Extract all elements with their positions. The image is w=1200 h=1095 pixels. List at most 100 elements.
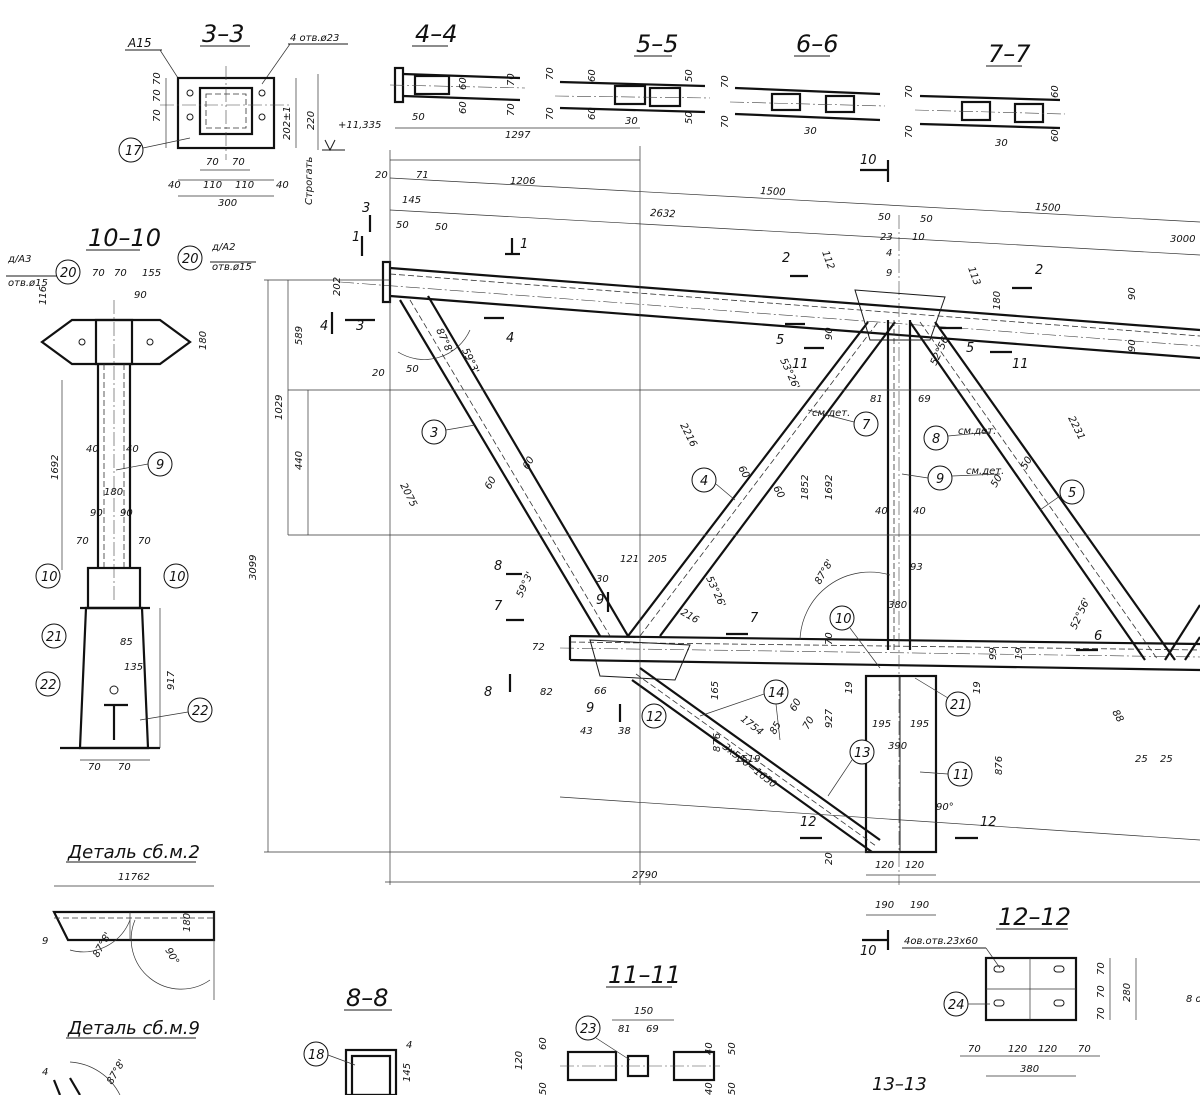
- dim-70: 70: [114, 268, 127, 279]
- callout-23: [575, 1015, 601, 1041]
- callout-7: [853, 411, 879, 437]
- dim-70: 70: [152, 89, 163, 102]
- dim-180: 180: [104, 487, 123, 498]
- dim-917: 917: [166, 670, 177, 690]
- dim-25: 25: [1135, 754, 1148, 765]
- holes-a3-note: отв.ø15: [8, 278, 48, 289]
- dim-9: 9: [886, 268, 892, 279]
- dim-90: 90: [1127, 339, 1138, 352]
- dim-120: 120: [1008, 1044, 1027, 1055]
- dim-1297: 1297: [505, 130, 531, 141]
- cut-9-label: 9: [586, 701, 594, 716]
- dim-120: 120: [905, 860, 924, 871]
- cut-9-label: 9: [596, 593, 604, 608]
- cut-11-label: 11: [792, 357, 809, 372]
- dim-10: 10: [912, 232, 925, 243]
- section-8-8-title: 8–8: [346, 984, 389, 1012]
- angle-52-56: 52°56': [1069, 597, 1093, 632]
- callout-18: [303, 1041, 329, 1067]
- cut-11-label: 11: [1012, 357, 1029, 372]
- cut-4-label: 4: [506, 331, 514, 346]
- see-detail-note: см.дет.: [958, 426, 996, 437]
- dim-1206: 1206: [510, 176, 535, 187]
- cut-marker-3: 3 3: [345, 201, 375, 334]
- dim-2231: 2231: [1065, 414, 1086, 442]
- dim-20: 20: [375, 170, 388, 181]
- cut-2-label: 2: [1035, 263, 1043, 278]
- detail-2-title: Деталь сб.м.2: [67, 842, 200, 863]
- dim-155: 155: [142, 268, 161, 279]
- dim-1692: 1692: [824, 475, 835, 500]
- dim-66: 66: [594, 686, 607, 697]
- dim-81: 81: [870, 394, 883, 405]
- section-11-11-title: 11–11: [608, 961, 681, 989]
- angle-90: 90°: [936, 802, 954, 813]
- detail-sbm2: Деталь сб.м.2 11762 180 9 87°8' 90°: [42, 842, 216, 1000]
- dim-60: 60: [1050, 129, 1061, 142]
- dim-70: 70: [152, 72, 163, 85]
- cut-3-label: 3: [362, 201, 370, 216]
- dim-135: 135: [124, 662, 143, 673]
- callout-9-label: 9: [156, 458, 164, 473]
- section-4-4: 4–4 50 1297 60 60 70 70: [389, 20, 640, 141]
- angle-53-26: 53°26': [703, 575, 727, 610]
- dim-70: 70: [206, 157, 219, 168]
- dim-70: 70: [968, 1044, 981, 1055]
- dim-50: 50: [435, 222, 448, 233]
- dim-50: 50: [684, 111, 695, 124]
- dim-116: 116: [38, 286, 49, 305]
- dim-70: 70: [92, 268, 105, 279]
- dim-589: 589: [294, 326, 305, 345]
- dim-876: 876: [712, 733, 723, 752]
- dim-70: 70: [824, 632, 835, 645]
- dim-70: 70: [801, 715, 817, 732]
- cut-marker-1: 1 1: [352, 230, 528, 256]
- section-6-6-title: 6–6: [796, 30, 839, 58]
- dim-110: 110: [235, 180, 254, 191]
- dim-280: 280: [1122, 983, 1133, 1002]
- dim-60: 60: [587, 107, 598, 120]
- a15-label: A15: [127, 36, 151, 50]
- dim-876: 876: [994, 756, 1005, 775]
- dim-202: 202: [332, 277, 343, 296]
- dim-4: 4: [406, 1040, 412, 1051]
- callout-21-label: 21: [950, 698, 967, 713]
- cut-marker-12: 12 12: [800, 815, 997, 840]
- section-6-6: 6–6 30 70 70: [720, 30, 886, 137]
- callout-21-label: 21: [46, 630, 63, 645]
- dim-180: 180: [182, 913, 193, 932]
- section-12-12-title: 12–12: [998, 903, 1071, 931]
- cut-marker-10: 10 10: [860, 153, 890, 959]
- dim-1500: 1500: [760, 186, 786, 198]
- dim-2632: 2632: [650, 208, 676, 220]
- dim-85: 85: [120, 637, 133, 648]
- top-chord: [389, 266, 1200, 332]
- dim-40: 40: [875, 506, 888, 517]
- dim-82: 82: [540, 687, 553, 698]
- callout-14-label: 14: [768, 686, 785, 701]
- cut-7-label: 7: [494, 599, 503, 614]
- dim-43: 43: [580, 726, 593, 737]
- dim-60: 60: [1050, 85, 1061, 98]
- dim-69: 69: [918, 394, 931, 405]
- bolt-pitch-note: 3х550=1650: [720, 742, 778, 791]
- callout-21: [945, 691, 971, 717]
- dim-38: 38: [618, 726, 631, 737]
- section-13-13: 13–13: [872, 1074, 927, 1095]
- dim-30: 30: [995, 138, 1008, 149]
- dim-85: 85: [768, 720, 784, 737]
- elevation-mark: +11,335: [338, 120, 381, 131]
- dim-4: 4: [886, 248, 892, 259]
- dim-70: 70: [1096, 1007, 1107, 1020]
- section-5-5-title: 5–5: [636, 30, 679, 58]
- dim-1852: 1852: [800, 475, 811, 500]
- cut-5-label: 5: [776, 333, 784, 348]
- dim-40: 40: [168, 180, 181, 191]
- callout-9-label: 9: [936, 472, 944, 487]
- callout-20: [177, 245, 203, 271]
- dim-390: 390: [888, 741, 907, 752]
- dim-20: 20: [372, 368, 385, 379]
- dim-2790: 2790: [632, 870, 657, 881]
- dim-90: 90: [120, 508, 133, 519]
